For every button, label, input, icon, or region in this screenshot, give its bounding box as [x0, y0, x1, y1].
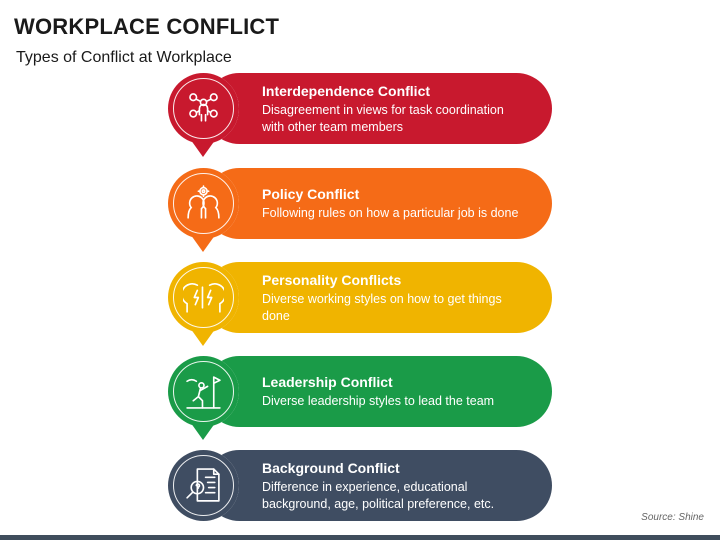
item-description: Diverse working styles on how to get thi… — [262, 291, 502, 323]
heads-lightning-icon — [183, 283, 224, 313]
badge-ring — [173, 361, 234, 422]
item-heading: Personality Conflicts — [262, 271, 402, 288]
item-heading: Leadership Conflict — [262, 374, 393, 390]
item-pill — [204, 356, 552, 427]
item-heading: Interdependence Conflict — [262, 82, 431, 99]
page-title: WORKPLACE CONFLICT — [14, 14, 280, 39]
item-pill — [204, 73, 552, 144]
item-description: Following rules on how a particular job … — [262, 206, 519, 220]
document-search-icon — [186, 468, 220, 502]
item-text: Leadership Conflict Diverse leadership s… — [262, 356, 546, 427]
team-people-icon — [189, 93, 218, 122]
conflict-item-leadership: Leadership Conflict Diverse leadership s… — [168, 356, 552, 440]
item-heading: Policy Conflict — [262, 186, 360, 202]
conflict-item-personality: Personality Conflicts Diverse working st… — [168, 262, 552, 346]
conflict-item-background: Background Conflict Difference in experi… — [168, 450, 552, 521]
bottom-bar — [0, 535, 720, 540]
item-text: Interdependence Conflict Disagreement in… — [262, 73, 546, 144]
item-text: Policy Conflict Following rules on how a… — [262, 168, 546, 239]
item-pill — [204, 168, 552, 239]
badge-ring — [173, 455, 234, 516]
item-text: Personality Conflicts Diverse working st… — [262, 262, 546, 333]
item-badge — [168, 262, 239, 346]
item-heading: Background Conflict — [262, 459, 400, 476]
source-credit: Source: Shine — [641, 512, 704, 523]
item-pill — [204, 262, 552, 333]
heads-gear-icon — [187, 185, 220, 219]
badge-ring — [173, 78, 234, 139]
item-text: Background Conflict Difference in experi… — [262, 450, 546, 521]
item-description: Difference in experience, educational ba… — [262, 479, 495, 511]
item-description: Disagreement in views for task coordinat… — [262, 102, 504, 134]
conflict-item-policy: Policy Conflict Following rules on how a… — [168, 168, 552, 252]
badge-ring — [173, 267, 234, 328]
item-description: Diverse leadership styles to lead the te… — [262, 394, 495, 408]
item-badge — [168, 168, 239, 252]
page-subtitle: Types of Conflict at Workplace — [16, 49, 232, 66]
conflict-item-interdependence: Interdependence Conflict Disagreement in… — [168, 73, 552, 157]
badge-ring — [173, 173, 234, 234]
item-badge — [168, 450, 239, 521]
item-badge — [168, 356, 239, 440]
climber-flag-icon — [186, 376, 221, 409]
item-badge — [168, 73, 239, 157]
item-pill — [204, 450, 552, 521]
